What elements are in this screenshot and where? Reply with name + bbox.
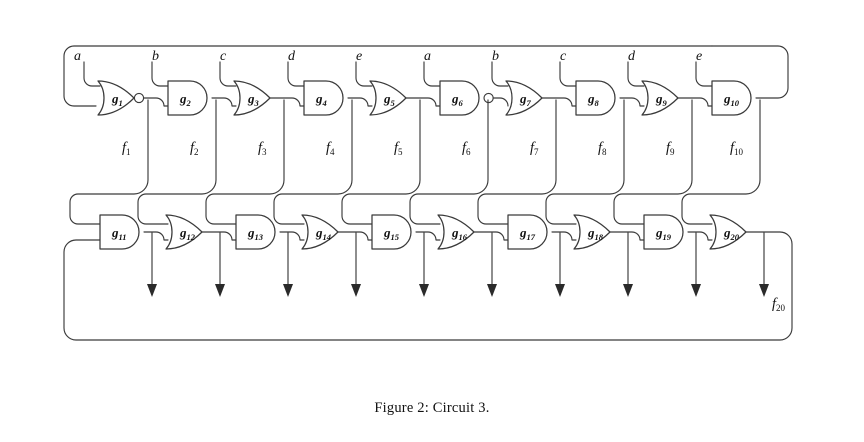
output-arrow-g17 bbox=[555, 232, 565, 297]
gate-g7[interactable]: g7 b bbox=[491, 49, 543, 116]
gate-g17[interactable]: g17 bbox=[507, 214, 548, 250]
f-wire-8 bbox=[545, 99, 625, 225]
top-gate-row: g1 a g2 b g3 c bbox=[74, 49, 752, 116]
gate-g5[interactable]: g5 e bbox=[355, 49, 407, 116]
signal-label-f10: f10 bbox=[730, 140, 744, 157]
gate-g2[interactable]: g2 b bbox=[151, 49, 208, 116]
gate-g19[interactable]: g19 bbox=[643, 214, 684, 250]
gate-label-g4: g4 bbox=[315, 91, 327, 108]
gate-g11[interactable]: g11 bbox=[99, 214, 140, 250]
gate-g6[interactable]: g6 a bbox=[423, 49, 494, 116]
output-arrow-g18 bbox=[623, 232, 633, 297]
input-label-a-2: a bbox=[424, 49, 431, 64]
gate-g1[interactable]: g1 a bbox=[74, 49, 145, 116]
wire-g9-to-g10 bbox=[677, 97, 713, 107]
f-signal-labels: f1 f2 f3 f4 f5 f6 f7 f8 f9 f10 bbox=[122, 140, 744, 157]
wire-g6-to-g7 bbox=[492, 97, 509, 107]
input-label-e-1: e bbox=[356, 49, 362, 64]
f-signal-wires bbox=[69, 99, 761, 225]
gate-g20[interactable]: g20 bbox=[709, 214, 747, 250]
wire-g4-to-g5 bbox=[347, 97, 373, 107]
f-wire-10 bbox=[681, 99, 761, 225]
output-arrow-g13 bbox=[283, 232, 293, 297]
f-wire-4 bbox=[273, 99, 353, 225]
signal-label-f20: f20 bbox=[772, 296, 786, 313]
input-label-c-1: c bbox=[220, 49, 227, 64]
input-label-b-2: b bbox=[492, 49, 499, 64]
gate-g10[interactable]: g10 e bbox=[695, 49, 752, 116]
gate-g8[interactable]: g8 c bbox=[559, 49, 616, 116]
signal-label-f9: f9 bbox=[666, 140, 675, 157]
wire-g11-to-g12 bbox=[143, 231, 169, 241]
input-label-d-1: d bbox=[288, 49, 296, 64]
wire-g8-to-g9 bbox=[619, 97, 645, 107]
gate-g12[interactable]: g12 bbox=[165, 214, 203, 250]
output-arrows bbox=[147, 232, 769, 297]
wire-g12-to-g13 bbox=[201, 231, 237, 241]
input-label-e-2: e bbox=[696, 49, 702, 64]
signal-label-f7: f7 bbox=[530, 140, 539, 157]
gate-g16[interactable]: g16 bbox=[437, 214, 475, 250]
input-label-d-2: d bbox=[628, 49, 636, 64]
output-arrow-g20 bbox=[759, 232, 769, 297]
wire-g15-to-g16 bbox=[415, 231, 441, 241]
output-arrow-g19 bbox=[691, 232, 701, 297]
input-label-a-1: a bbox=[74, 49, 81, 64]
bottom-gate-row: g11 g12 g13 g14 bbox=[99, 214, 747, 250]
output-arrow-g16 bbox=[487, 232, 497, 297]
f-wire-6 bbox=[409, 99, 489, 225]
output-arrow-g14 bbox=[351, 232, 361, 297]
wire-g3-to-g4 bbox=[269, 97, 305, 107]
output-arrow-g15 bbox=[419, 232, 429, 297]
signal-label-f1: f1 bbox=[122, 140, 131, 157]
wire-g13-to-g14 bbox=[279, 231, 305, 241]
gate-g9[interactable]: g9 d bbox=[627, 49, 679, 116]
output-arrow-g11 bbox=[147, 232, 157, 297]
output-arrow-g12 bbox=[215, 232, 225, 297]
gate-g15[interactable]: g15 bbox=[371, 214, 412, 250]
wire-g18-to-g19 bbox=[609, 231, 645, 241]
wire-g19-to-g20 bbox=[687, 231, 713, 241]
feedback-wire-bottom bbox=[63, 231, 793, 341]
gate-g13[interactable]: g13 bbox=[235, 214, 276, 250]
input-label-c-2: c bbox=[560, 49, 567, 64]
wire-g7-to-g8 bbox=[541, 97, 577, 107]
f-wire-5 bbox=[341, 99, 421, 225]
wire-g16-to-g17 bbox=[473, 231, 509, 241]
f-wire-9 bbox=[613, 99, 693, 225]
gate-g3[interactable]: g3 c bbox=[219, 49, 271, 116]
f-wire-7 bbox=[477, 99, 557, 225]
signal-label-f5: f5 bbox=[394, 140, 403, 157]
signal-label-f2: f2 bbox=[190, 140, 199, 157]
figure-caption: Figure 2: Circuit 3. bbox=[374, 400, 490, 416]
gate-label-g1: g1 bbox=[111, 91, 123, 108]
signal-label-f4: f4 bbox=[326, 140, 335, 157]
wire-g2-to-g3 bbox=[211, 97, 237, 107]
input-label-b-1: b bbox=[152, 49, 159, 64]
wire-g5-to-g6 bbox=[405, 97, 441, 107]
feedback-wire-top-left bbox=[63, 45, 713, 107]
wire-g10-out-to-feedback bbox=[711, 45, 789, 99]
signal-label-f8: f8 bbox=[598, 140, 607, 157]
gate-g14[interactable]: g14 bbox=[301, 214, 339, 250]
wire-g1-to-g2 bbox=[143, 97, 169, 107]
f-wire-1 bbox=[69, 99, 149, 225]
signal-label-f3: f3 bbox=[258, 140, 267, 157]
f-wire-3 bbox=[205, 99, 285, 225]
gate-g18[interactable]: g18 bbox=[573, 214, 611, 250]
signal-label-f6: f6 bbox=[462, 140, 471, 157]
gate-g4[interactable]: g4 d bbox=[287, 49, 344, 116]
wire-g17-to-g18 bbox=[551, 231, 577, 241]
wire-g14-to-g15 bbox=[337, 231, 373, 241]
f-wire-2 bbox=[137, 99, 217, 225]
